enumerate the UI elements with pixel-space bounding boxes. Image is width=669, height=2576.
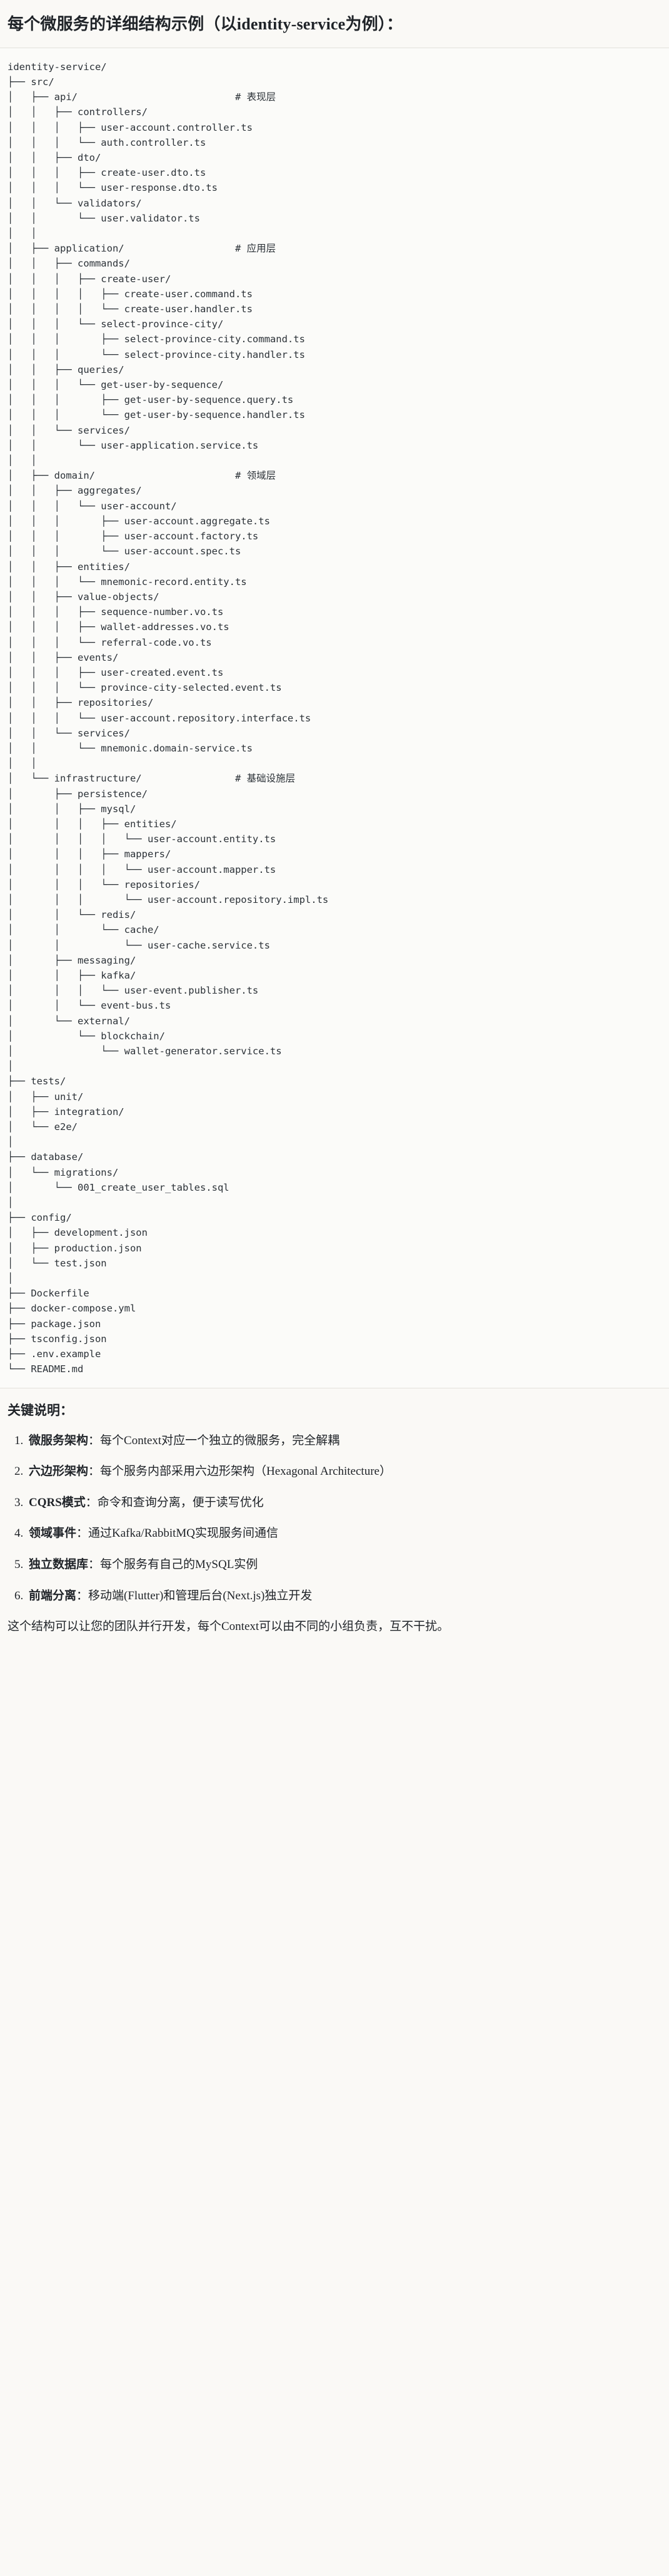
list-item: 前端分离：移动端(Flutter)和管理后台(Next.js)独立开发 — [26, 1587, 661, 1605]
key-point-term: 独立数据库 — [29, 1557, 89, 1571]
document-header: 每个微服务的详细结构示例（以identity-service为例）： — [0, 0, 669, 48]
key-point-term: 前端分离 — [29, 1589, 77, 1602]
list-item: 微服务架构：每个Context对应一个独立的微服务，完全解耦 — [26, 1432, 661, 1450]
key-point-desc: ：每个服务有自己的MySQL实例 — [88, 1557, 258, 1571]
list-item: CQRS模式：命令和查询分离，便于读写优化 — [26, 1494, 661, 1512]
page-title: 每个微服务的详细结构示例（以identity-service为例）： — [8, 15, 403, 33]
key-points-heading: 关键说明： — [8, 1403, 73, 1418]
code-block: identity-service/ ├── src/ │ ├── api/ # … — [0, 48, 669, 1389]
directory-tree: identity-service/ ├── src/ │ ├── api/ # … — [8, 61, 329, 1375]
key-point-desc: ：每个Context对应一个独立的微服务，完全解耦 — [88, 1433, 340, 1447]
list-item: 六边形架构：每个服务内部采用六边形架构（Hexagonal Architectu… — [26, 1463, 661, 1480]
key-point-desc: ：每个服务内部采用六边形架构（Hexagonal Architecture） — [88, 1465, 391, 1479]
key-point-term: CQRS模式 — [29, 1495, 86, 1509]
key-point-desc: ：移动端(Flutter)和管理后台(Next.js)独立开发 — [76, 1589, 313, 1602]
key-point-desc: ：命令和查询分离，便于读写优化 — [85, 1495, 264, 1509]
key-point-term: 微服务架构 — [29, 1433, 89, 1447]
key-point-term: 领域事件 — [29, 1527, 77, 1540]
key-point-desc: ：通过Kafka/RabbitMQ实现服务间通信 — [76, 1527, 278, 1540]
key-points-section: 关键说明： 微服务架构：每个Context对应一个独立的微服务，完全解耦 六边形… — [0, 1388, 669, 1658]
list-item: 独立数据库：每个服务有自己的MySQL实例 — [26, 1556, 661, 1574]
key-point-term: 六边形架构 — [29, 1465, 89, 1479]
closing-paragraph: 这个结构可以让您的团队并行开发，每个Context可以由不同的小组负责，互不干扰… — [8, 1620, 450, 1634]
key-points-list: 微服务架构：每个Context对应一个独立的微服务，完全解耦 六边形架构：每个服… — [8, 1432, 661, 1604]
list-item: 领域事件：通过Kafka/RabbitMQ实现服务间通信 — [26, 1525, 661, 1542]
